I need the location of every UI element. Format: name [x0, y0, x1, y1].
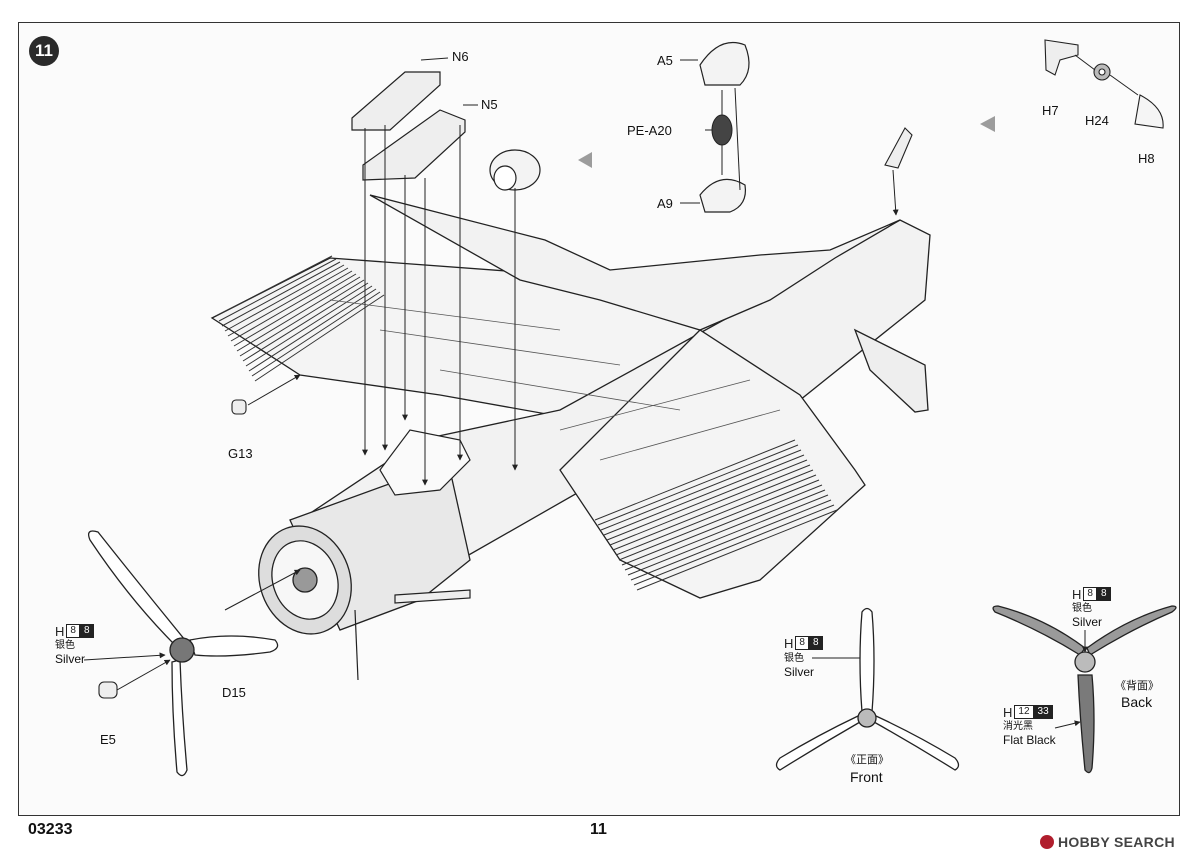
paint-name-en-main: Silver [55, 652, 86, 666]
part-label-a5: A5 [657, 53, 673, 68]
paint-code-silver-main: H 8 8 [55, 624, 94, 638]
back-view-label-cn: 《背面》 [1115, 680, 1159, 692]
tail-fin [853, 328, 929, 413]
right-wing [559, 329, 866, 599]
hobby-search-logo-icon [1040, 835, 1054, 849]
part-label-n6: N6 [452, 49, 469, 64]
paint-code-silver-front: H 8 8 [784, 636, 823, 650]
part-h7 [1044, 39, 1079, 76]
part-pe-a20 [711, 114, 733, 146]
front-view-label-cn: 《正面》 [845, 754, 889, 766]
back-view-label-en: Back [1121, 694, 1153, 710]
part-a9 [699, 178, 747, 213]
paint-name-cn-main: 银色 [55, 640, 75, 651]
part-e5 [98, 681, 118, 699]
paint-name-cn-back: 银色 [1072, 603, 1092, 614]
paint-name-en-front: Silver [784, 665, 815, 679]
left-wing-ribs [215, 255, 385, 382]
propeller-main [87, 530, 279, 777]
part-label-h8: H8 [1138, 151, 1155, 166]
part-g13 [231, 399, 247, 415]
part-h8 [1134, 94, 1164, 129]
panel-lines [329, 299, 781, 461]
paint-leaders [83, 630, 1088, 729]
landing-gear [354, 589, 471, 681]
paint-code-flat-black: H 12 33 [1003, 705, 1053, 719]
propeller-back-view [992, 605, 1177, 774]
paint-name-en-back: Silver [1072, 615, 1103, 629]
paint-name-cn-front: 银色 [784, 653, 804, 664]
right-wing-ribs [594, 439, 838, 591]
watermark: HOBBY SEARCH [1040, 834, 1175, 850]
direction-arrows [578, 116, 995, 168]
front-view-label-en: Front [850, 769, 883, 785]
page-number: 11 [590, 821, 607, 838]
part-label-n5: N5 [481, 97, 498, 112]
part-label-e5: E5 [100, 732, 116, 747]
part-a5 [699, 41, 750, 86]
kit-number: 03233 [28, 821, 73, 838]
part-label-g13: G13 [228, 446, 253, 461]
paint-code-silver-back: H 8 8 [1072, 587, 1111, 601]
part-tailhook [884, 127, 913, 169]
part-label-h7: H7 [1042, 103, 1059, 118]
part-label-h24: H24 [1085, 113, 1109, 128]
paint-name-en-flat-black: Flat Black [1003, 733, 1056, 747]
part-h24 [1093, 63, 1111, 81]
part-n5 [362, 109, 466, 181]
engine-cowling [258, 469, 471, 635]
part-label-a9: A9 [657, 196, 673, 211]
part-cowl-ring [489, 149, 541, 191]
step-number-badge: 11 [29, 36, 59, 66]
propeller-front-view [775, 607, 960, 771]
part-n6 [351, 71, 441, 131]
part-label-d15: D15 [222, 685, 246, 700]
paint-name-cn-flat-black: 消光黑 [1003, 721, 1033, 732]
part-label-pe-a20: PE-A20 [627, 123, 672, 138]
leader-lines [116, 54, 1139, 691]
